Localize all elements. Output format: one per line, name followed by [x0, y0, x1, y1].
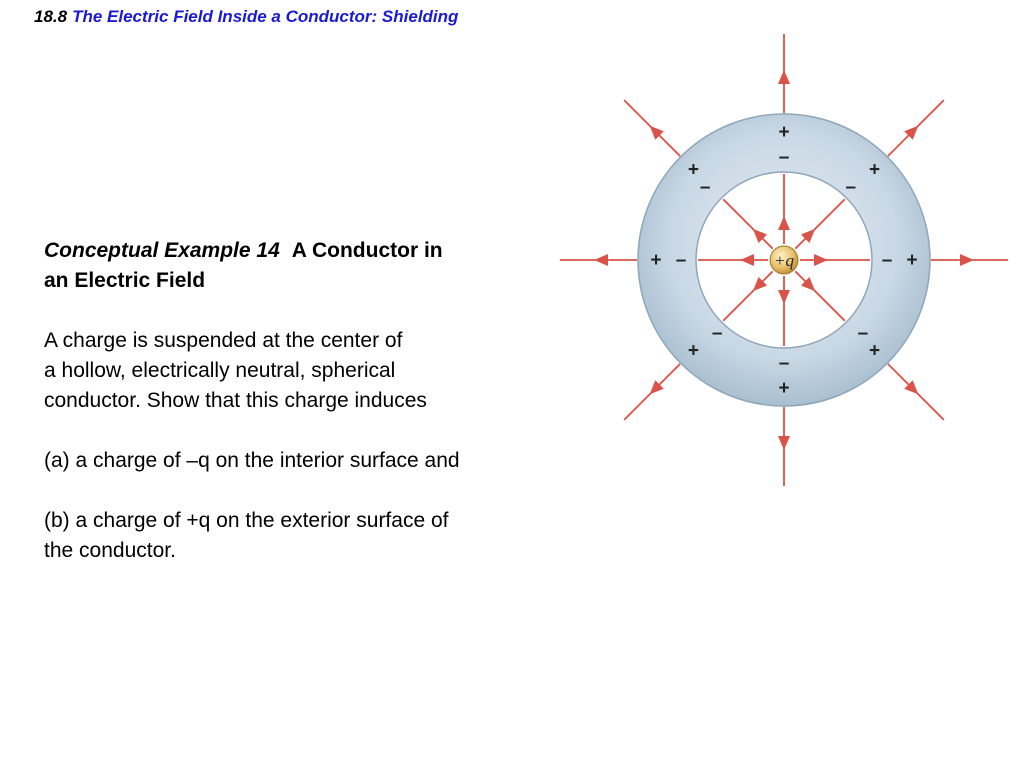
section-number: 18.8	[34, 7, 68, 26]
arrowhead-icon	[904, 125, 919, 140]
problem-statement: A charge is suspended at the center of a…	[44, 326, 564, 416]
inner-field-line	[722, 198, 774, 250]
conducting-shell	[637, 113, 931, 407]
part-b-line: (b) a charge of +q on the exterior surfa…	[44, 509, 449, 532]
plus-sign: +	[869, 341, 880, 362]
arrowhead-icon	[649, 380, 664, 395]
part-b: (b) a charge of +q on the exterior surfa…	[44, 506, 564, 566]
arrowhead-icon	[594, 254, 608, 266]
plus-sign: +	[869, 159, 880, 180]
arrowhead-icon	[752, 276, 768, 292]
section-title: The Electric Field Inside a Conductor: S…	[72, 7, 459, 26]
part-b-line: the conductor.	[44, 539, 176, 562]
arrowhead-icon	[778, 436, 790, 450]
plus-sign: +	[688, 341, 699, 362]
minus-sign: –	[858, 323, 869, 344]
arrowhead-icon	[800, 228, 816, 244]
minus-sign: –	[712, 323, 723, 344]
minus-sign: –	[676, 250, 687, 271]
arrowhead-icon	[752, 228, 768, 244]
plus-sign: +	[650, 250, 661, 271]
arrowhead-icon	[778, 216, 790, 230]
body-line: a hollow, electrically neutral, spherica…	[44, 359, 396, 382]
center-charge-label: +q	[774, 251, 794, 270]
arrowhead-icon	[778, 70, 790, 84]
arrowhead-icon	[814, 254, 828, 266]
plus-sign: +	[778, 122, 789, 143]
arrowhead-icon	[740, 254, 754, 266]
inner-field-line	[794, 270, 846, 322]
inner-field-line	[794, 198, 846, 250]
conductor-diagram: –+–+–+–+–+–+–+–+ +q	[560, 34, 1008, 486]
arrowhead-icon	[904, 380, 919, 395]
minus-sign: –	[700, 177, 711, 198]
minus-sign: –	[779, 147, 790, 168]
part-a: (a) a charge of –q on the interior surfa…	[44, 446, 564, 476]
minus-sign: –	[845, 177, 856, 198]
body-line: conductor. Show that this charge induces	[44, 389, 427, 412]
arrowhead-icon	[778, 290, 790, 304]
body-line: A charge is suspended at the center of	[44, 329, 403, 352]
example-title-line1: A Conductor in	[291, 239, 443, 262]
inner-field-line	[722, 270, 774, 322]
arrowhead-icon	[960, 254, 974, 266]
example-heading: Conceptual Example 14 A Conductor in an E…	[44, 236, 564, 296]
plus-sign: +	[688, 159, 699, 180]
arrowhead-icon	[649, 125, 664, 140]
arrowhead-icon	[800, 276, 816, 292]
minus-sign: –	[882, 250, 893, 271]
plus-sign: +	[778, 378, 789, 399]
conductor-figure: –+–+–+–+–+–+–+–+ +q	[558, 30, 1014, 490]
example-title-line2: an Electric Field	[44, 269, 206, 292]
plus-sign: +	[906, 250, 917, 271]
example-text: Conceptual Example 14 A Conductor in an E…	[44, 236, 564, 566]
part-a-text: (a) a charge of –q on the interior surfa…	[44, 449, 460, 472]
example-label: Conceptual Example 14	[44, 239, 280, 262]
center-charge	[769, 245, 799, 275]
minus-sign: –	[779, 353, 790, 374]
